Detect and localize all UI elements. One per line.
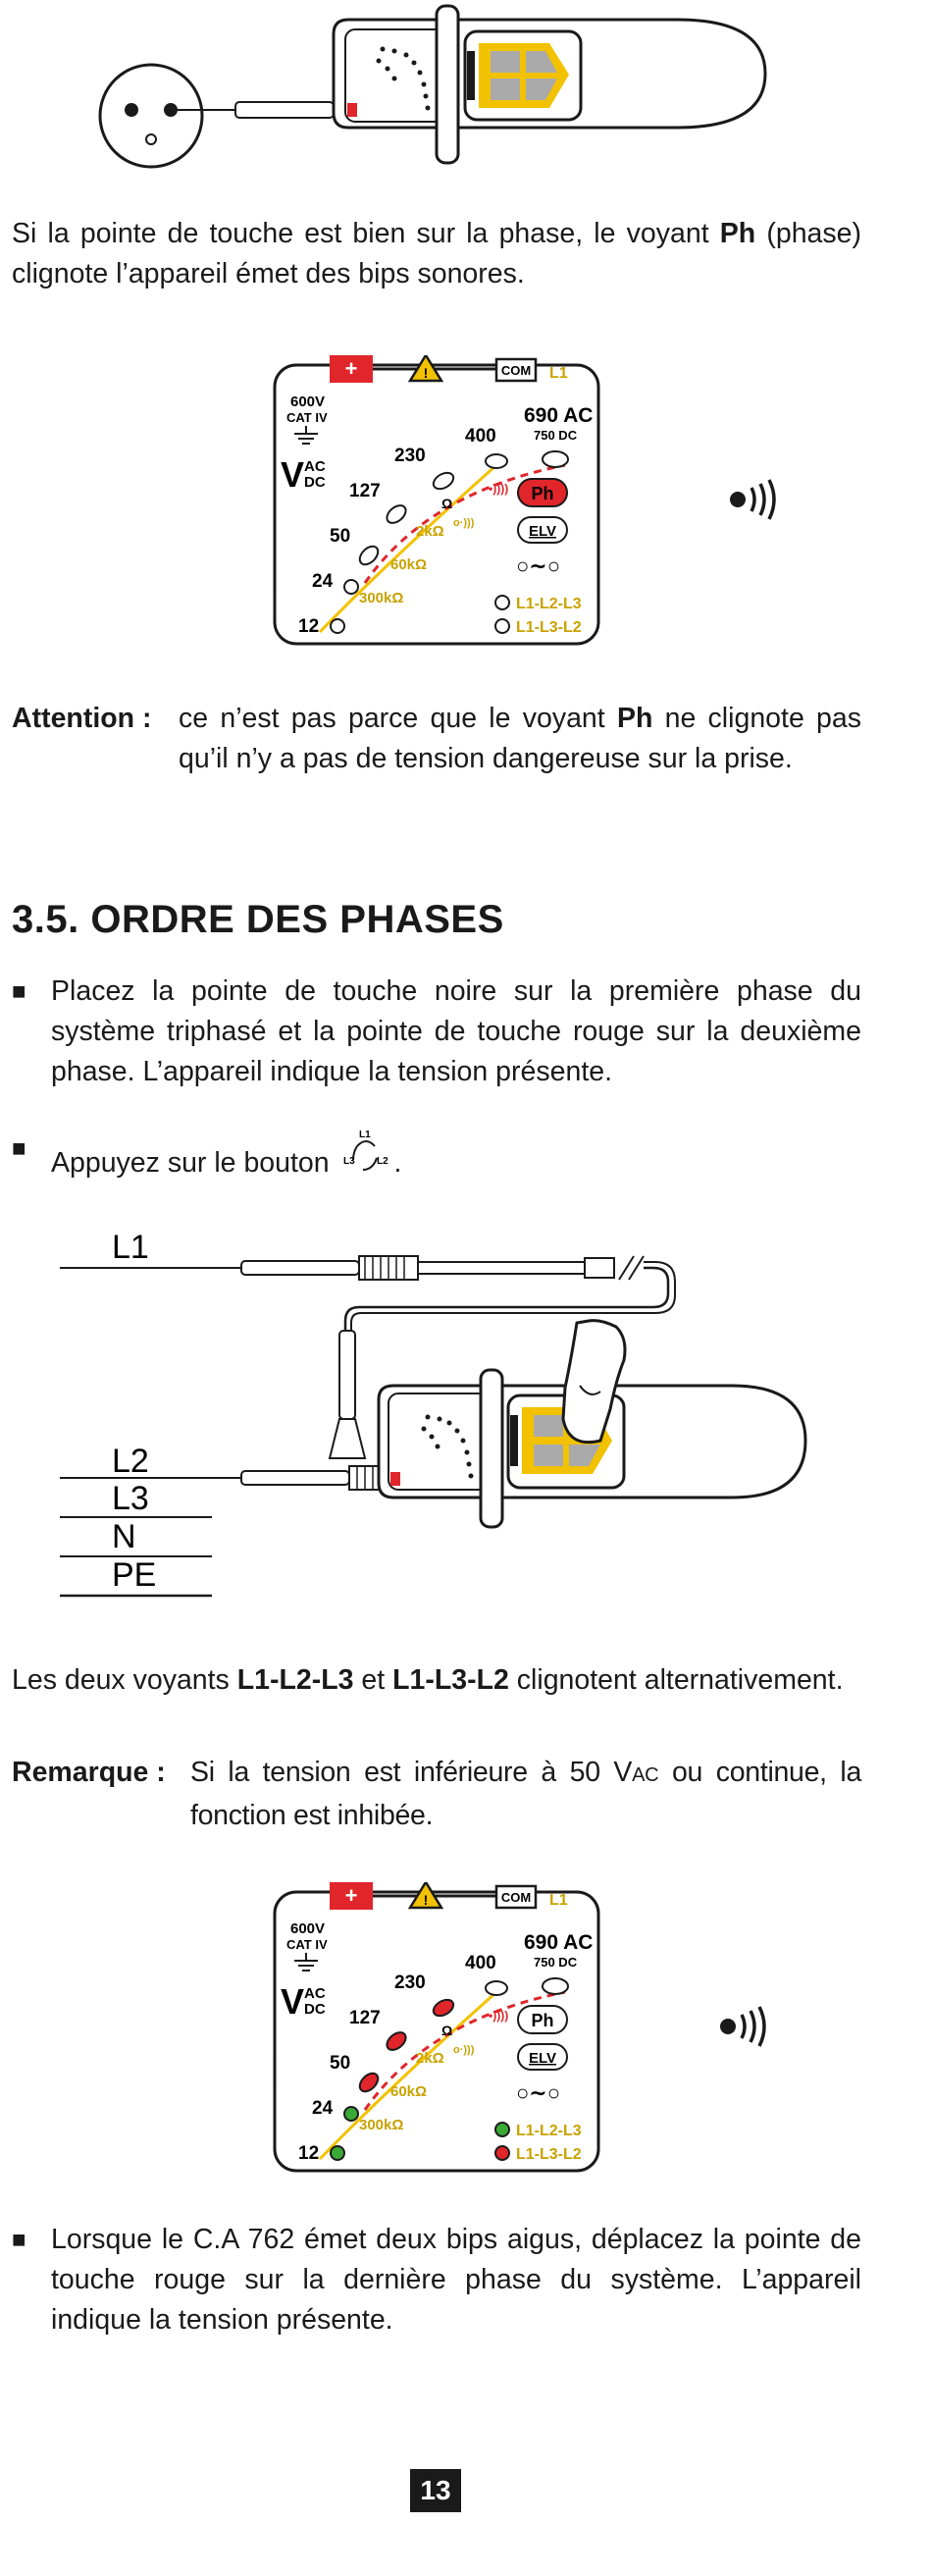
finger-press-illustration bbox=[561, 1319, 627, 1445]
svg-text:750 DC: 750 DC bbox=[534, 1955, 578, 1970]
tester-socket-illustration bbox=[98, 4, 767, 169]
svg-text:L3: L3 bbox=[343, 1156, 355, 1167]
svg-text:L1-L3-L2: L1-L3-L2 bbox=[516, 2146, 582, 2163]
svg-text:Ph: Ph bbox=[531, 2011, 553, 2030]
bullet-item-3: ■ Lorsque le C.A 762 émet deux bips aigu… bbox=[12, 2220, 861, 2340]
svg-text:690 AC: 690 AC bbox=[524, 1931, 593, 1954]
svg-text:400: 400 bbox=[465, 1953, 496, 1973]
com-label: COM bbox=[501, 363, 531, 378]
svg-text:300kΩ: 300kΩ bbox=[359, 590, 403, 606]
svg-text:2kΩ: 2kΩ bbox=[416, 2050, 444, 2067]
svg-text:o·))): o·))) bbox=[453, 2044, 475, 2056]
ac-label: AC bbox=[304, 458, 326, 475]
svg-text:COM: COM bbox=[501, 1890, 531, 1905]
svg-text:•)))): •)))) bbox=[489, 2009, 508, 2023]
phase-rotation-icon: L1 L3 L2 bbox=[343, 1130, 388, 1171]
led-panel-sequence-lit: + ! COM L1 600V CAT IV V AC DC 400 230 1… bbox=[273, 1882, 600, 2173]
svg-text:ELV: ELV bbox=[529, 2050, 556, 2067]
svg-text:24: 24 bbox=[312, 571, 334, 592]
svg-text:300kΩ: 300kΩ bbox=[359, 2117, 403, 2133]
svg-text:!: ! bbox=[424, 365, 429, 381]
svg-text:V: V bbox=[281, 1981, 304, 2022]
svg-text:L1: L1 bbox=[359, 1130, 371, 1140]
svg-text:Ω: Ω bbox=[441, 496, 452, 511]
svg-text:60kΩ: 60kΩ bbox=[390, 556, 427, 573]
svg-text:600V: 600V bbox=[290, 1920, 325, 1937]
svg-text:CAT IV: CAT IV bbox=[286, 1937, 328, 1952]
page-number: 13 bbox=[410, 2469, 461, 2512]
wire-label-l2: L2 bbox=[112, 1443, 149, 1480]
svg-text:50: 50 bbox=[330, 526, 350, 547]
svg-text:127: 127 bbox=[349, 481, 381, 501]
svg-text:60kΩ: 60kΩ bbox=[390, 2083, 427, 2100]
attention-label: Attention : bbox=[12, 703, 152, 734]
dc-label: DC bbox=[304, 474, 326, 491]
warning-icon bbox=[407, 1882, 444, 1910]
wire-label-l1: L1 bbox=[112, 1229, 149, 1266]
section-title: 3.5. ORDRE DES PHASES bbox=[12, 898, 504, 941]
svg-text:L1-L2-L3: L1-L2-L3 bbox=[516, 2123, 582, 2139]
three-phase-wiring-illustration: L1 L2 L3 N PE bbox=[60, 1229, 807, 1598]
svg-text:230: 230 bbox=[394, 446, 426, 466]
svg-text:AC: AC bbox=[304, 1985, 326, 2002]
cat-600v: 600V bbox=[290, 394, 325, 410]
ground-icon bbox=[294, 1953, 318, 1971]
svg-text:50: 50 bbox=[330, 2053, 350, 2074]
svg-text:o·))): o·))) bbox=[453, 517, 475, 529]
svg-text:2kΩ: 2kΩ bbox=[416, 523, 444, 540]
plus-label: + bbox=[345, 356, 358, 381]
svg-text:DC: DC bbox=[304, 2001, 326, 2018]
v-symbol: V bbox=[281, 454, 304, 495]
svg-text:12: 12 bbox=[298, 616, 319, 637]
svg-text:12: 12 bbox=[298, 2143, 319, 2164]
svg-text:○∼○: ○∼○ bbox=[516, 2080, 560, 2105]
wire-label-n: N bbox=[112, 1518, 136, 1555]
svg-text:+: + bbox=[345, 1883, 358, 1908]
svg-text:230: 230 bbox=[394, 1972, 426, 1993]
ph-term: Ph bbox=[719, 218, 756, 249]
elv-led-label: ELV bbox=[529, 523, 556, 540]
intro-paragraph: Si la pointe de touche est bien sur la p… bbox=[12, 218, 861, 289]
alternating-leds-paragraph: Les deux voyants L1-L2-L3 et L1-L3-L2 cl… bbox=[12, 1664, 844, 1696]
svg-text:!: ! bbox=[424, 1892, 429, 1908]
svg-text:Ω: Ω bbox=[441, 2023, 452, 2038]
beep-icon bbox=[730, 479, 776, 520]
bullet-square: ■ bbox=[12, 2227, 26, 2253]
svg-text:127: 127 bbox=[349, 2008, 381, 2028]
svg-text:○∼○: ○∼○ bbox=[516, 553, 560, 578]
ground-icon bbox=[294, 426, 318, 445]
bullet-square: ■ bbox=[12, 1135, 26, 1162]
led-panel-ph-lit: + ! COM L1 600V CAT IV V AC DC 400 230 1… bbox=[273, 355, 600, 646]
wire-label-l3: L3 bbox=[112, 1480, 149, 1517]
bullet-square: ■ bbox=[12, 978, 26, 1005]
v690-label: 690 AC bbox=[524, 404, 593, 427]
svg-text:L1: L1 bbox=[549, 1892, 568, 1909]
remark-note: Remarque : Si la tension est inférieure … bbox=[12, 1753, 861, 1836]
v750-label: 750 DC bbox=[534, 428, 578, 443]
svg-text:L2: L2 bbox=[377, 1156, 388, 1167]
svg-text:•)))): •)))) bbox=[489, 482, 508, 496]
l1-label: L1 bbox=[549, 365, 568, 382]
svg-text:L1-L3-L2: L1-L3-L2 bbox=[516, 619, 582, 636]
cat-iv: CAT IV bbox=[286, 410, 328, 425]
svg-text:24: 24 bbox=[312, 2098, 334, 2119]
remark-label: Remarque : bbox=[12, 1757, 166, 1788]
beep-icon bbox=[720, 2006, 766, 2047]
warning-icon bbox=[407, 355, 444, 383]
attention-note: Attention : ce n’est pas parce que le vo… bbox=[12, 699, 861, 779]
ph-led-label: Ph bbox=[531, 484, 553, 503]
bullet-item-1: ■ Placez la pointe de touche noire sur l… bbox=[12, 972, 861, 1092]
svg-text:L1-L2-L3: L1-L2-L3 bbox=[516, 596, 582, 612]
wire-label-pe: PE bbox=[112, 1556, 156, 1594]
bullet-item-2: ■ Appuyez sur le bouton L1 L3 L2 . bbox=[12, 1129, 861, 1183]
svg-text:400: 400 bbox=[465, 426, 496, 447]
